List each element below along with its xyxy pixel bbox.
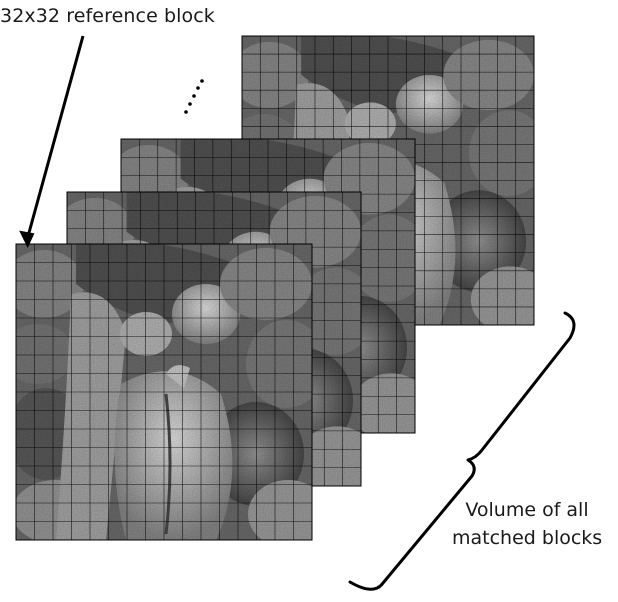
volume-label: Volume of all matched blocks xyxy=(452,496,602,552)
ellipsis-dot xyxy=(184,110,188,114)
reference-arrow xyxy=(19,35,85,248)
volume-brace xyxy=(348,311,576,591)
ellipsis-dots xyxy=(184,79,204,114)
ellipsis-dot xyxy=(192,94,196,98)
ellipsis-dot xyxy=(188,102,192,106)
ellipsis-dot xyxy=(196,86,200,90)
ellipsis-dot xyxy=(200,79,204,83)
reference-block-label: 32x32 reference block xyxy=(0,5,215,27)
matched-block-frame-4 xyxy=(15,243,313,541)
volume-label-line1: Volume of all xyxy=(465,499,589,521)
peppers-image-4 xyxy=(16,244,312,540)
volume-label-line2: matched blocks xyxy=(452,527,603,549)
